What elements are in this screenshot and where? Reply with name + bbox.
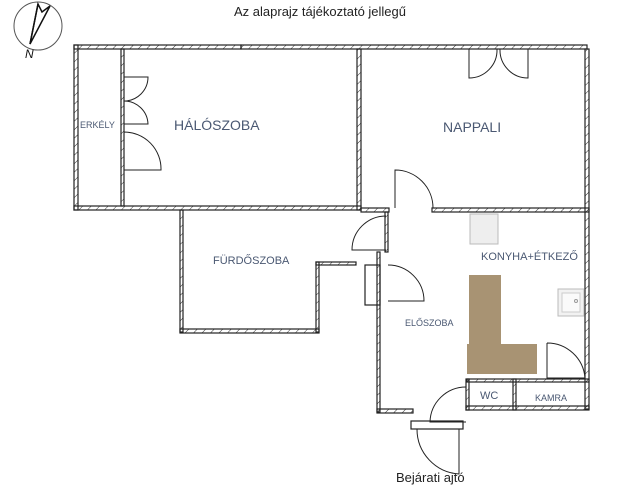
sink-icon bbox=[557, 288, 585, 317]
fridge-icon bbox=[469, 213, 499, 245]
walls bbox=[73, 44, 590, 430]
entrance-label: Bejárati ajtó bbox=[396, 470, 465, 485]
north-arrow-icon: N bbox=[13, 1, 63, 61]
svg-text:N: N bbox=[25, 47, 34, 61]
room-label-eloszoba: ELŐSZOBA bbox=[405, 318, 454, 328]
room-label-furdoszoba: FÜRDŐSZOBA bbox=[213, 255, 290, 267]
room-label-wc: WC bbox=[480, 390, 499, 402]
room-label-konyha: KONYHA+ÉTKEZŐ bbox=[481, 251, 578, 263]
room-label-nappali: NAPPALI bbox=[443, 119, 502, 135]
room-label-haloszoba: HÁLÓSZOBA bbox=[174, 117, 260, 133]
room-label-kamra: KAMRA bbox=[535, 393, 568, 403]
room-label-erkely: ERKÉLY bbox=[80, 120, 115, 130]
plan-title: Az alaprajz tájékoztató jellegű bbox=[234, 4, 406, 19]
kitchen-counter bbox=[467, 275, 537, 374]
doors bbox=[123, 48, 586, 475]
